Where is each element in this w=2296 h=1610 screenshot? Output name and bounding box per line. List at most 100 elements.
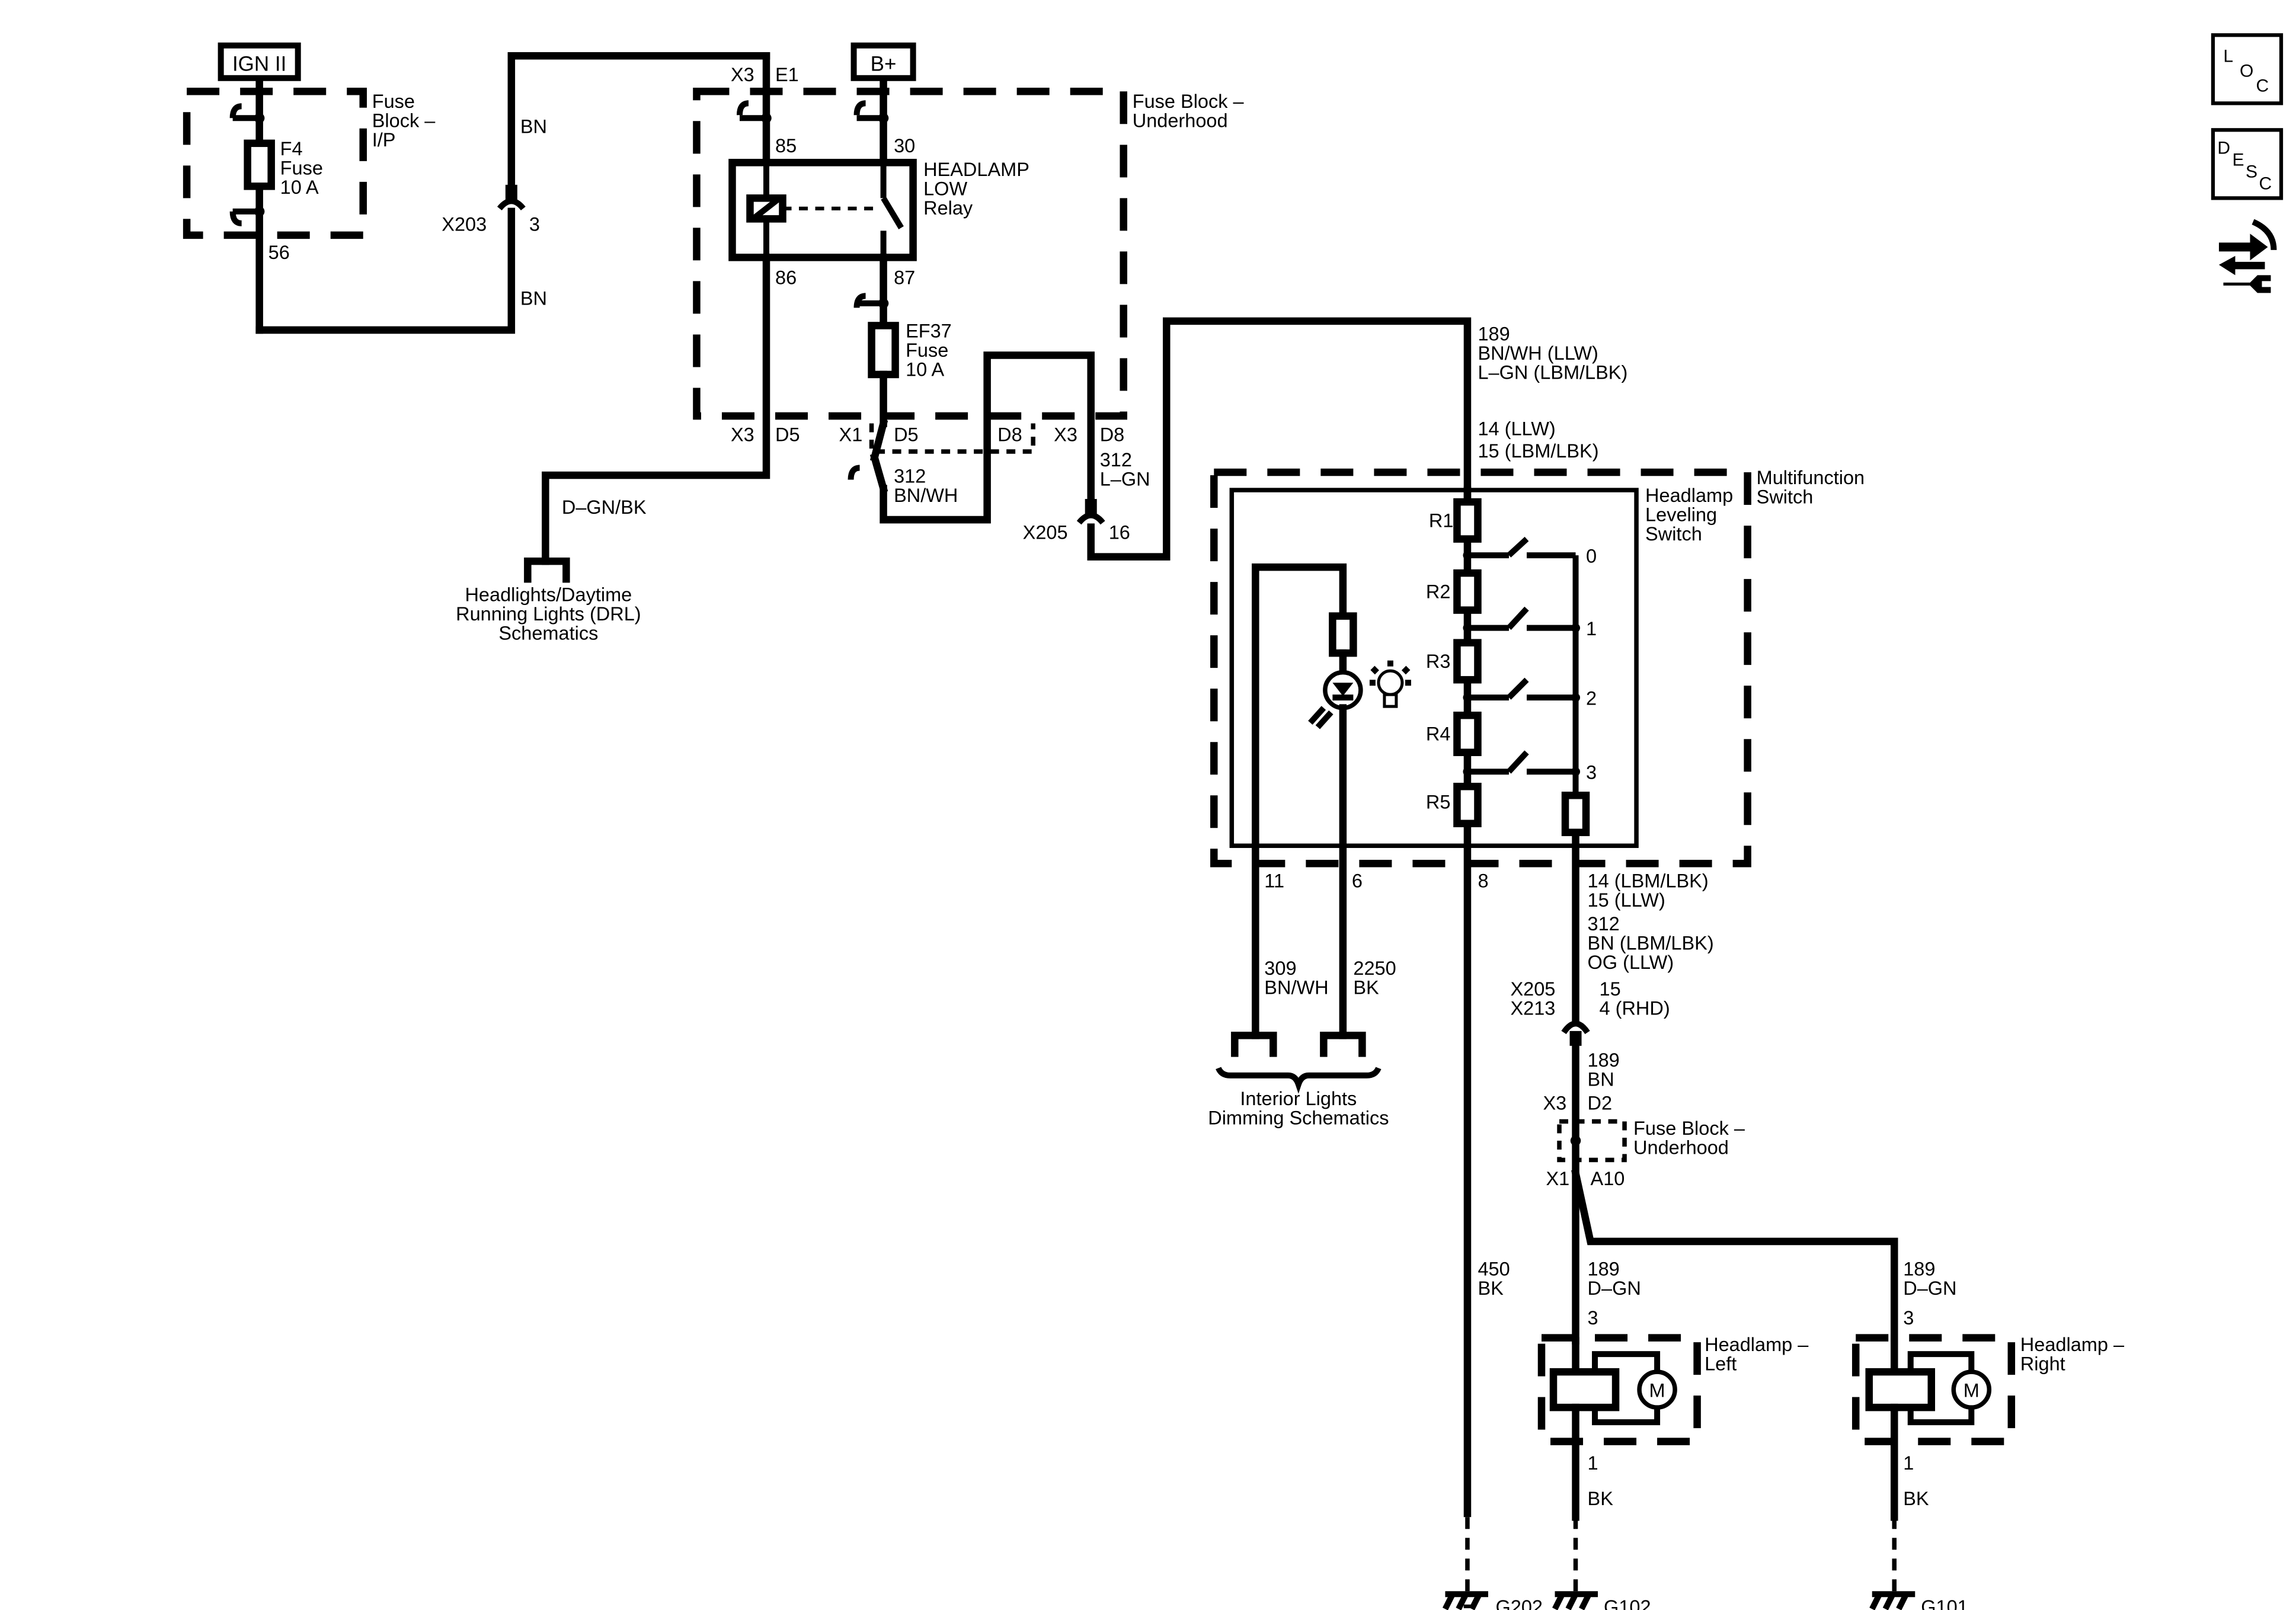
ground-g202-icon	[1442, 1591, 1488, 1610]
fuse-block-underhood-small-label: Fuse Block – Underhood	[1633, 1118, 1745, 1158]
svg-text:6: 6	[1352, 870, 1363, 891]
svg-text:15: 15	[1600, 978, 1621, 1000]
headlamp-left-label: Headlamp – Left	[1705, 1334, 1809, 1375]
svg-text:D8: D8	[1100, 424, 1125, 446]
ground-g102-icon	[1552, 1591, 1598, 1610]
svg-text:D5: D5	[775, 424, 800, 446]
svg-text:C: C	[2259, 174, 2272, 193]
svg-text:Underhood: Underhood	[1633, 1137, 1729, 1158]
svg-text:312: 312	[1100, 449, 1132, 470]
drl-wire-label: D–GN/BK	[562, 497, 647, 518]
ground-g202-label: G202	[1495, 1596, 1543, 1610]
svg-text:BN (LBM/LBK): BN (LBM/LBK)	[1588, 932, 1714, 953]
svg-text:2: 2	[1586, 688, 1597, 709]
svg-text:Right: Right	[2020, 1353, 2065, 1375]
pin-56-label: 56	[268, 242, 290, 263]
dimming-schematic-ref: Interior Lights Dimming Schematics	[1208, 1088, 1389, 1129]
svg-text:Headlamp: Headlamp	[1645, 485, 1733, 506]
resistor-r4	[1453, 711, 1482, 756]
wire-450-bk-label: 450 BK	[1478, 1259, 1510, 1299]
svg-text:Fuse: Fuse	[280, 157, 323, 178]
svg-text:I/P: I/P	[372, 129, 396, 151]
fuse-block-underhood-label: Fuse Block – Underhood	[1133, 91, 1245, 132]
svg-text:R3: R3	[1426, 651, 1451, 672]
bn-wire-lower-label: BN	[520, 287, 547, 309]
svg-text:14 (LBM/LBK): 14 (LBM/LBK)	[1588, 870, 1709, 891]
svg-text:S: S	[2246, 162, 2257, 181]
svg-text:E: E	[2232, 150, 2244, 169]
wire-312-bnwh-label: 312 BN/WH	[894, 466, 958, 507]
x205-upper-connector: X205 16	[1023, 499, 1130, 543]
svg-text:M: M	[1649, 1380, 1665, 1401]
svg-text:BK: BK	[1903, 1488, 1929, 1509]
svg-text:Multifunction: Multifunction	[1757, 467, 1865, 488]
svg-text:L–GN: L–GN	[1100, 469, 1150, 490]
svg-text:BN/WH (LLW): BN/WH (LLW)	[1478, 343, 1598, 364]
svg-text:0: 0	[1586, 546, 1597, 567]
svg-text:X3: X3	[731, 64, 754, 85]
svg-text:Left: Left	[1705, 1353, 1737, 1375]
svg-text:10 A: 10 A	[906, 359, 944, 380]
headlamp-left-actuator	[1549, 1368, 1620, 1411]
wire-189-bn-label: 189 BN	[1588, 1049, 1620, 1090]
svg-text:BK: BK	[1353, 977, 1379, 998]
b-plus-label: B+	[871, 52, 897, 75]
svg-text:189: 189	[1903, 1259, 1935, 1280]
resistor-output	[1561, 791, 1590, 837]
ign-ii-source: IGN II	[218, 42, 301, 81]
svg-text:C: C	[2256, 76, 2269, 95]
fuse-block-underhood-splice	[1557, 1119, 1627, 1163]
svg-text:R1: R1	[1429, 510, 1454, 532]
svg-text:A10: A10	[1591, 1168, 1625, 1189]
svg-text:D–GN: D–GN	[1588, 1278, 1641, 1299]
svg-text:312: 312	[894, 466, 926, 487]
svg-text:Underhood: Underhood	[1133, 110, 1228, 131]
svg-text:BN: BN	[1588, 1068, 1614, 1090]
svg-text:X213: X213	[1510, 997, 1555, 1019]
svg-text:M: M	[1964, 1380, 1980, 1401]
connector-tools-icon[interactable]	[2218, 219, 2277, 293]
svg-text:189: 189	[1478, 323, 1510, 344]
svg-text:Headlights/Daytime: Headlights/Daytime	[465, 584, 632, 606]
svg-text:14 (LLW): 14 (LLW)	[1478, 418, 1555, 440]
svg-text:10 A: 10 A	[280, 177, 319, 198]
ground-g101-icon	[1869, 1591, 1916, 1610]
svg-text:16: 16	[1109, 522, 1130, 543]
svg-text:Fuse: Fuse	[372, 91, 415, 112]
ground-g102-label: G102	[1604, 1596, 1651, 1610]
svg-text:86: 86	[775, 267, 797, 288]
svg-text:Fuse Block –: Fuse Block –	[1133, 91, 1245, 112]
switch-output-label: 14 (LBM/LBK) 15 (LLW) 312 BN (LBM/LBK) O…	[1588, 870, 1714, 973]
switch-position-contacts	[1463, 536, 1581, 796]
bn-wire-upper-label: BN	[520, 116, 547, 137]
svg-text:309: 309	[1264, 958, 1296, 979]
desc-button[interactable]: D E S C	[2211, 128, 2284, 200]
drl-schematic-ref: Headlights/Daytime Running Lights (DRL) …	[456, 584, 641, 644]
fuse-f4-label: F4 Fuse 10 A	[280, 138, 323, 198]
svg-text:X3: X3	[1543, 1092, 1567, 1113]
svg-text:X1: X1	[1546, 1168, 1570, 1189]
svg-text:X1: X1	[839, 424, 863, 446]
pins-14-15-label: 14 (LLW) 15 (LBM/LBK)	[1478, 418, 1598, 462]
svg-text:BN/WH: BN/WH	[894, 485, 958, 506]
headlamp-right-motor-icon	[1951, 1369, 1992, 1410]
headlamp-right-label: Headlamp – Right	[2020, 1334, 2125, 1375]
headlamp-right-wire-label: 189 D–GN	[1903, 1259, 1956, 1299]
resistor-r3	[1453, 639, 1482, 684]
headlamp-left-motor-icon	[1637, 1369, 1677, 1410]
svg-text:R2: R2	[1426, 581, 1451, 603]
svg-text:OG (LLW): OG (LLW)	[1588, 952, 1674, 973]
svg-text:O: O	[2240, 61, 2253, 81]
loc-button[interactable]: L O C	[2211, 33, 2284, 105]
dimming-connectors	[1216, 1032, 1382, 1094]
svg-text:Running Lights (DRL): Running Lights (DRL)	[456, 603, 641, 625]
svg-text:85: 85	[775, 135, 797, 156]
svg-text:X205: X205	[1023, 522, 1068, 543]
lamp-bulb-icon	[1369, 660, 1411, 708]
svg-text:11: 11	[1264, 870, 1284, 891]
resistor-r5	[1453, 782, 1482, 828]
svg-text:E1: E1	[775, 64, 799, 85]
svg-text:BK: BK	[1588, 1488, 1614, 1509]
ground-g101-label: G101	[1921, 1596, 1968, 1610]
